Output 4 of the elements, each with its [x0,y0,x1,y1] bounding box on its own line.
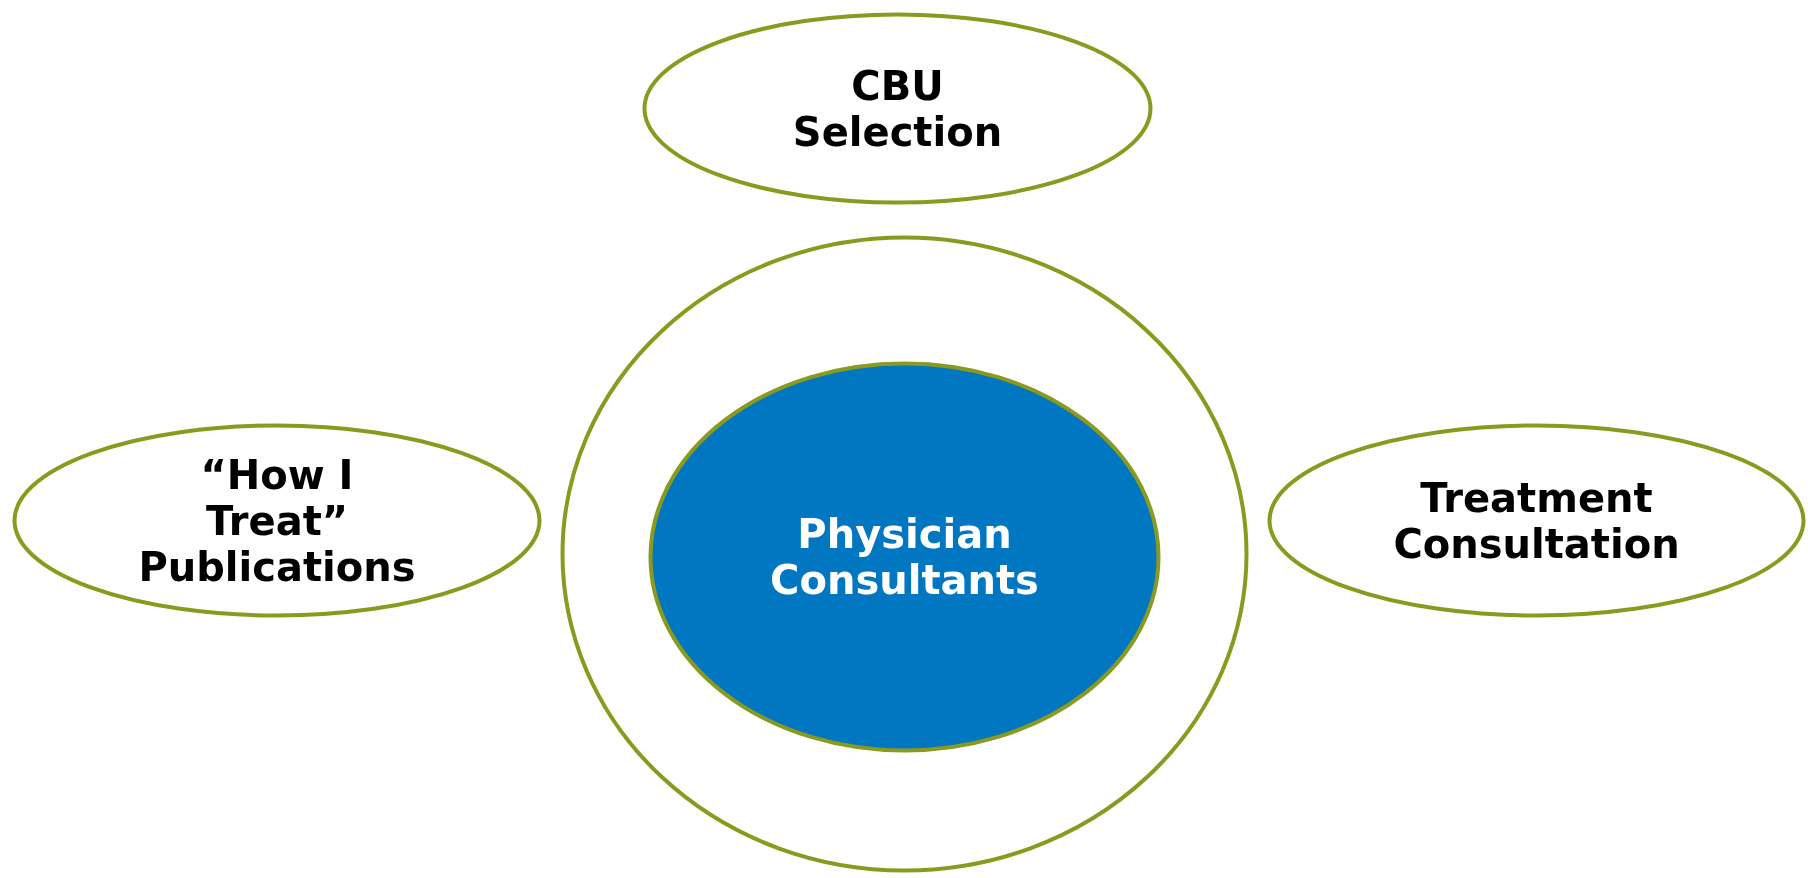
node-label: Physician Consultants [769,511,1040,603]
node-label: CBU Selection [791,62,1004,155]
node-label: “How I Treat” Publications [137,451,417,590]
node-label: Treatment Consultation [1392,474,1681,567]
